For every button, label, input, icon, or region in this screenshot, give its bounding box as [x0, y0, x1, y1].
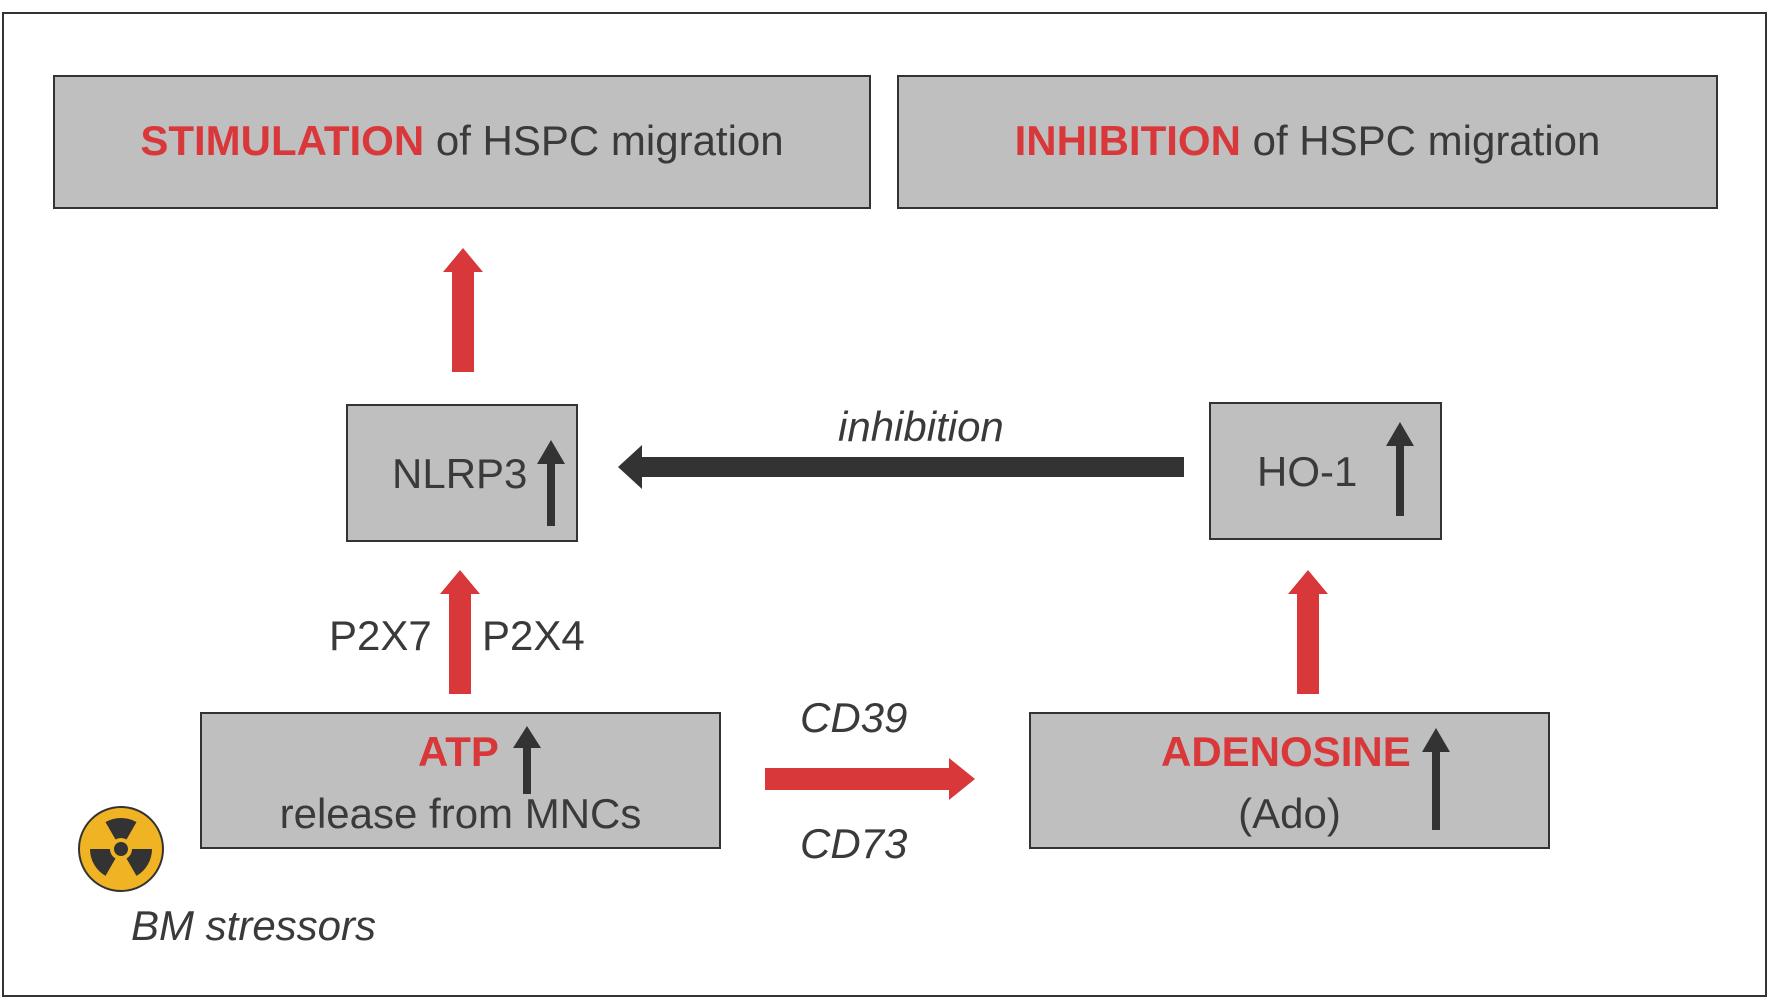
up-arrow-icon — [1422, 728, 1450, 830]
figure-frame — [2, 12, 1767, 997]
inhibition-rest: of HSPC migration — [1240, 117, 1601, 164]
arrow-atp-to-adenosine — [765, 758, 975, 800]
up-arrow-icon — [1386, 422, 1414, 516]
stimulation-keyword: STIMULATION — [140, 117, 425, 164]
inhibition-box: INHIBITION of HSPC migration — [897, 75, 1718, 209]
inhibition-title: INHIBITION of HSPC migration — [899, 117, 1716, 165]
adenosine-box: ADENOSINE (Ado) — [1029, 712, 1550, 849]
inhibition-keyword: INHIBITION — [1014, 117, 1241, 164]
adenosine-description: (Ado) — [1238, 790, 1341, 837]
enzyme-label-bottom: CD73 — [800, 820, 908, 867]
receptor-label-left: P2X7 — [329, 612, 432, 659]
ho1-box: HO-1 — [1209, 402, 1442, 540]
atp-keyword: ATP — [418, 728, 499, 775]
nlrp3-box: NLRP3 — [346, 404, 578, 542]
enzyme-label-top: CD39 — [800, 694, 908, 741]
atp-description: release from MNCs — [279, 790, 642, 837]
up-arrow-icon — [537, 440, 565, 526]
ho1-label: HO-1 — [1257, 448, 1358, 495]
arrow-adenosine-to-ho1 — [1288, 570, 1328, 694]
receptor-label-right: P2X4 — [482, 612, 585, 659]
inhibition-edge-label: inhibition — [838, 403, 1004, 450]
radiation-icon — [78, 806, 164, 892]
nlrp3-label: NLRP3 — [392, 450, 528, 497]
stimulation-rest: of HSPC migration — [424, 117, 784, 164]
up-arrow-icon — [513, 726, 541, 794]
stimulation-title: STIMULATION of HSPC migration — [55, 117, 869, 165]
atp-box: ATP release from MNCs — [200, 712, 721, 849]
stressor-label: BM stressors — [131, 902, 377, 949]
stimulation-box: STIMULATION of HSPC migration — [53, 75, 871, 209]
arrow-nlrp3-to-stimulation — [443, 248, 483, 372]
arrow-atp-to-nlrp3 — [440, 570, 480, 694]
adenosine-keyword: ADENOSINE — [1161, 728, 1411, 775]
arrow-inhibition-ho1-to-nlrp3 — [618, 445, 1184, 489]
